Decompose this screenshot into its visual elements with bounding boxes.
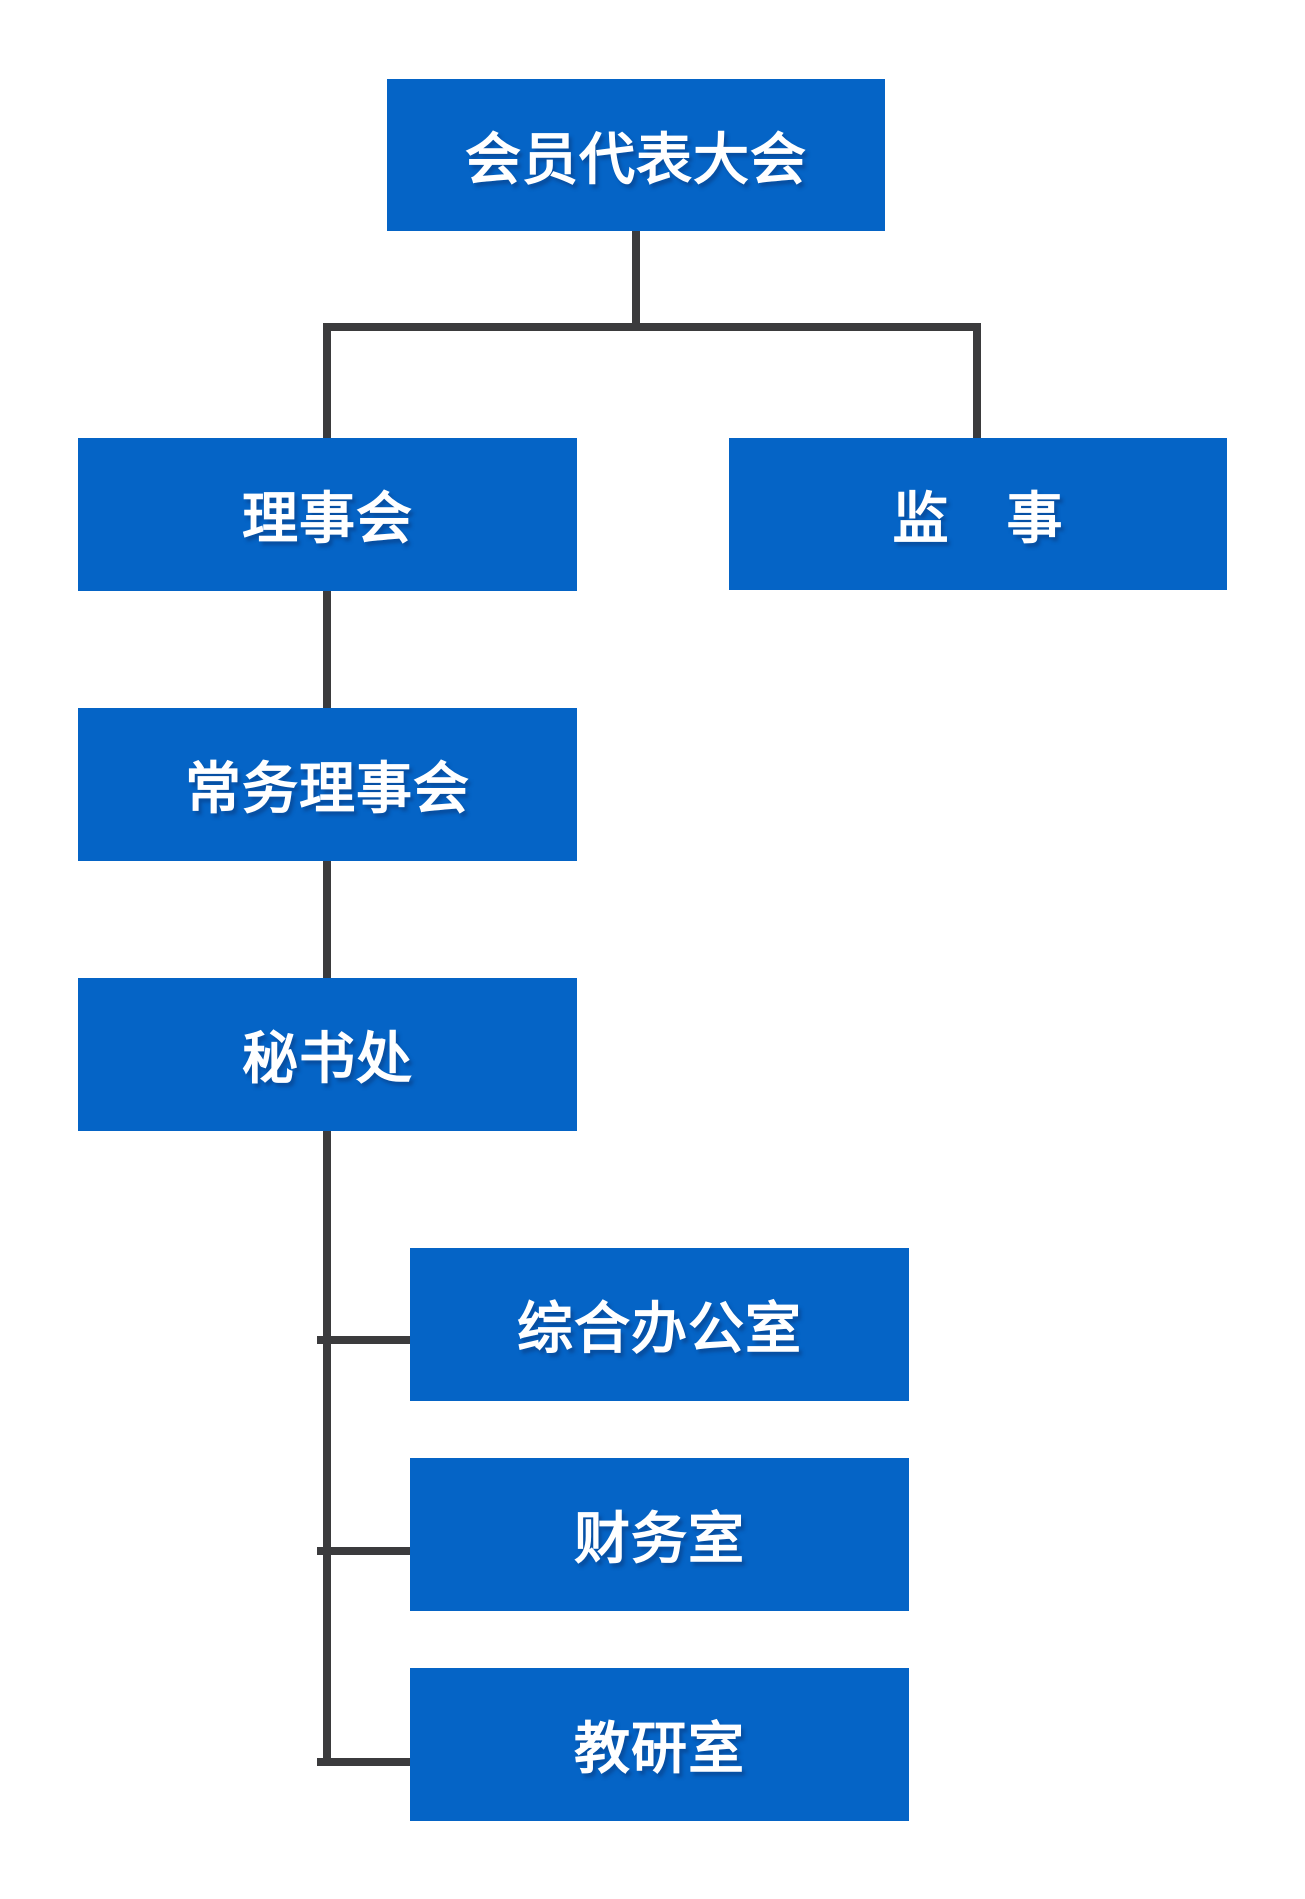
- connector-congress-down: [632, 231, 640, 331]
- connector-to-standing-council: [323, 591, 331, 708]
- org-node-teaching-research-office: 教研室: [410, 1668, 909, 1821]
- org-node-finance-office: 财务室: [410, 1458, 909, 1611]
- org-node-general-office: 综合办公室: [410, 1248, 909, 1401]
- org-node-council: 理事会: [78, 438, 577, 591]
- connector-to-secretariat: [323, 861, 331, 978]
- org-node-secretariat: 秘书处: [78, 978, 577, 1131]
- org-node-member-congress: 会员代表大会: [387, 79, 885, 231]
- connector-to-general-office: [317, 1336, 410, 1344]
- org-node-standing-council: 常务理事会: [78, 708, 577, 861]
- connector-secretariat-spine: [323, 1131, 331, 1766]
- connector-to-council: [323, 323, 331, 438]
- connector-to-supervisor: [973, 323, 981, 438]
- connector-branch-horizontal: [323, 323, 981, 331]
- connector-to-teaching-research-office: [317, 1758, 410, 1766]
- connector-to-finance-office: [317, 1547, 410, 1555]
- org-node-supervisor: 监 事: [729, 438, 1227, 590]
